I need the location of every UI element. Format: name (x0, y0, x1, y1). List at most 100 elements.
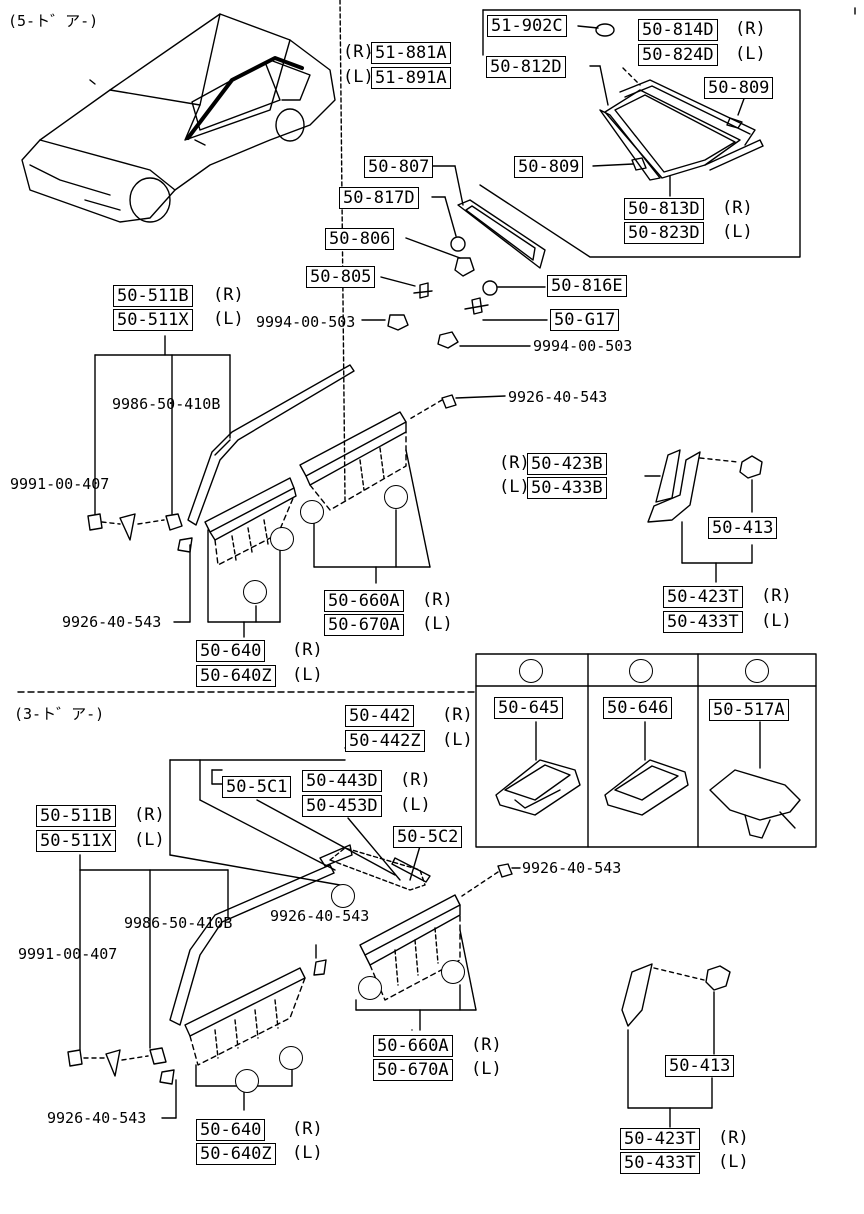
part-9926-40-543[interactable]: 9926-40-543 (522, 859, 622, 877)
part-50-809[interactable]: 50-809 (514, 156, 584, 178)
part-50-809[interactable]: 50-809 (704, 77, 774, 99)
part-50-5C1[interactable]: 50-5C1 (222, 776, 292, 798)
rear-pillar-garnish-5door (647, 449, 763, 523)
legend-header-a (519, 659, 543, 683)
part-50-646[interactable]: 50-646 (603, 697, 673, 719)
part-50-807[interactable]: 50-807 (364, 156, 434, 178)
clip-legend-table (475, 653, 817, 848)
side-label-r: (R) (761, 586, 792, 606)
part-51-891A[interactable]: 51-891A (371, 67, 451, 89)
clip-callout-a (441, 960, 465, 984)
part-9991-00-407[interactable]: 9991-00-407 (18, 945, 118, 963)
part-51-881A[interactable]: 51-881A (371, 42, 451, 64)
part-50-812D[interactable]: 50-812D (486, 56, 566, 78)
part-51-902C[interactable]: 51-902C (487, 15, 567, 37)
side-label-r: (R) (722, 198, 753, 218)
side-label-l: (L) (442, 730, 473, 750)
part-50-511B[interactable]: 50-511B (36, 805, 116, 827)
part-50-824D[interactable]: 50-824D (638, 44, 718, 66)
part-50-805[interactable]: 50-805 (306, 266, 376, 288)
side-label-l: (L) (735, 44, 766, 64)
side-label-r: (R) (718, 1128, 749, 1148)
part-50-517A[interactable]: 50-517A (709, 699, 789, 721)
side-label-l: (L) (471, 1059, 502, 1079)
clip-callout-a (243, 580, 267, 604)
part-50-814D[interactable]: 50-814D (638, 19, 718, 41)
part-50-817D[interactable]: 50-817D (339, 187, 419, 209)
clip-callout-b (270, 527, 294, 551)
part-50-453D[interactable]: 50-453D (302, 795, 382, 817)
side-label-l: (L) (292, 1143, 323, 1163)
side-label-r: (R) (400, 770, 431, 790)
side-label-r: (R) (134, 805, 165, 825)
part-50-640Z[interactable]: 50-640Z (196, 1143, 276, 1165)
section-header-3door: (3-ト゛ア-) (14, 705, 105, 723)
side-label-r: (R) (735, 19, 766, 39)
side-label-l: (L) (422, 614, 453, 634)
part-50-423B[interactable]: 50-423B (527, 453, 607, 475)
clip-callout-a (235, 1069, 259, 1093)
part-50-640Z[interactable]: 50-640Z (196, 665, 276, 687)
clip-callout-c (331, 884, 355, 908)
part-50-433T[interactable]: 50-433T (620, 1152, 700, 1174)
side-label-l: (L) (761, 611, 792, 631)
front-door-molding-3door (67, 844, 513, 1085)
part-50-813D[interactable]: 50-813D (624, 198, 704, 220)
part-9986-50-410B[interactable]: 9986-50-410B (124, 914, 233, 932)
legend-header-c (745, 659, 769, 683)
side-label-l: (L) (292, 665, 323, 685)
part-50-423T[interactable]: 50-423T (663, 586, 743, 608)
part-50-645[interactable]: 50-645 (494, 697, 564, 719)
part-50-511X[interactable]: 50-511X (113, 309, 193, 331)
part-50-806[interactable]: 50-806 (325, 228, 395, 250)
side-label-r: (R) (422, 590, 453, 610)
part-50-670A[interactable]: 50-670A (373, 1059, 453, 1081)
part-9994-00-503[interactable]: 9994-00-503 (533, 337, 633, 355)
part-9926-40-543[interactable]: 9926-40-543 (270, 907, 370, 925)
side-label-r: (R) (292, 1119, 323, 1139)
part-9926-40-543[interactable]: 9926-40-543 (62, 613, 162, 631)
part-50-442[interactable]: 50-442 (345, 705, 415, 727)
part-9986-50-410B[interactable]: 9986-50-410B (112, 395, 221, 413)
triangle-molding (387, 199, 546, 349)
part-50-442Z[interactable]: 50-442Z (345, 730, 425, 752)
side-label-l: (L) (722, 222, 753, 242)
part-50-423T[interactable]: 50-423T (620, 1128, 700, 1150)
clip-callout-b (279, 1046, 303, 1070)
side-label-r: (R) (213, 285, 244, 305)
clip-callout-b (300, 500, 324, 524)
part-50-660A[interactable]: 50-660A (324, 590, 404, 612)
part-9994-00-503[interactable]: 9994-00-503 (256, 313, 356, 331)
car-illustration (21, 13, 336, 223)
side-label-r: (R) (499, 453, 530, 473)
part-50-5C2[interactable]: 50-5C2 (393, 826, 463, 848)
part-50-823D[interactable]: 50-823D (624, 222, 704, 244)
part-50-816E[interactable]: 50-816E (547, 275, 627, 297)
part-50-413[interactable]: 50-413 (665, 1055, 735, 1077)
side-label-r: (R) (471, 1035, 502, 1055)
part-50-G17[interactable]: 50-G17 (550, 309, 620, 331)
side-label-r: (R) (292, 640, 323, 660)
section-header-5door: (5-ト゛ア-) (8, 12, 99, 30)
part-50-443D[interactable]: 50-443D (302, 770, 382, 792)
part-50-640[interactable]: 50-640 (196, 640, 266, 662)
part-50-640[interactable]: 50-640 (196, 1119, 266, 1141)
part-50-670A[interactable]: 50-670A (324, 614, 404, 636)
part-50-413[interactable]: 50-413 (708, 517, 778, 539)
part-50-511B[interactable]: 50-511B (113, 285, 193, 307)
part-50-511X[interactable]: 50-511X (36, 830, 116, 852)
side-label-r: (R) (343, 42, 374, 62)
side-label-r: (R) (442, 705, 473, 725)
rear-pillar-garnish-3door (621, 963, 731, 1027)
clip-callout-a (384, 485, 408, 509)
part-9991-00-407[interactable]: 9991-00-407 (10, 475, 110, 493)
part-50-433B[interactable]: 50-433B (527, 477, 607, 499)
part-9926-40-543[interactable]: 9926-40-543 (47, 1109, 147, 1127)
part-9926-40-543[interactable]: 9926-40-543 (508, 388, 608, 406)
side-label-l: (L) (499, 477, 530, 497)
part-50-433T[interactable]: 50-433T (663, 611, 743, 633)
front-door-molding-5door (87, 0, 457, 566)
part-50-660A[interactable]: 50-660A (373, 1035, 453, 1057)
